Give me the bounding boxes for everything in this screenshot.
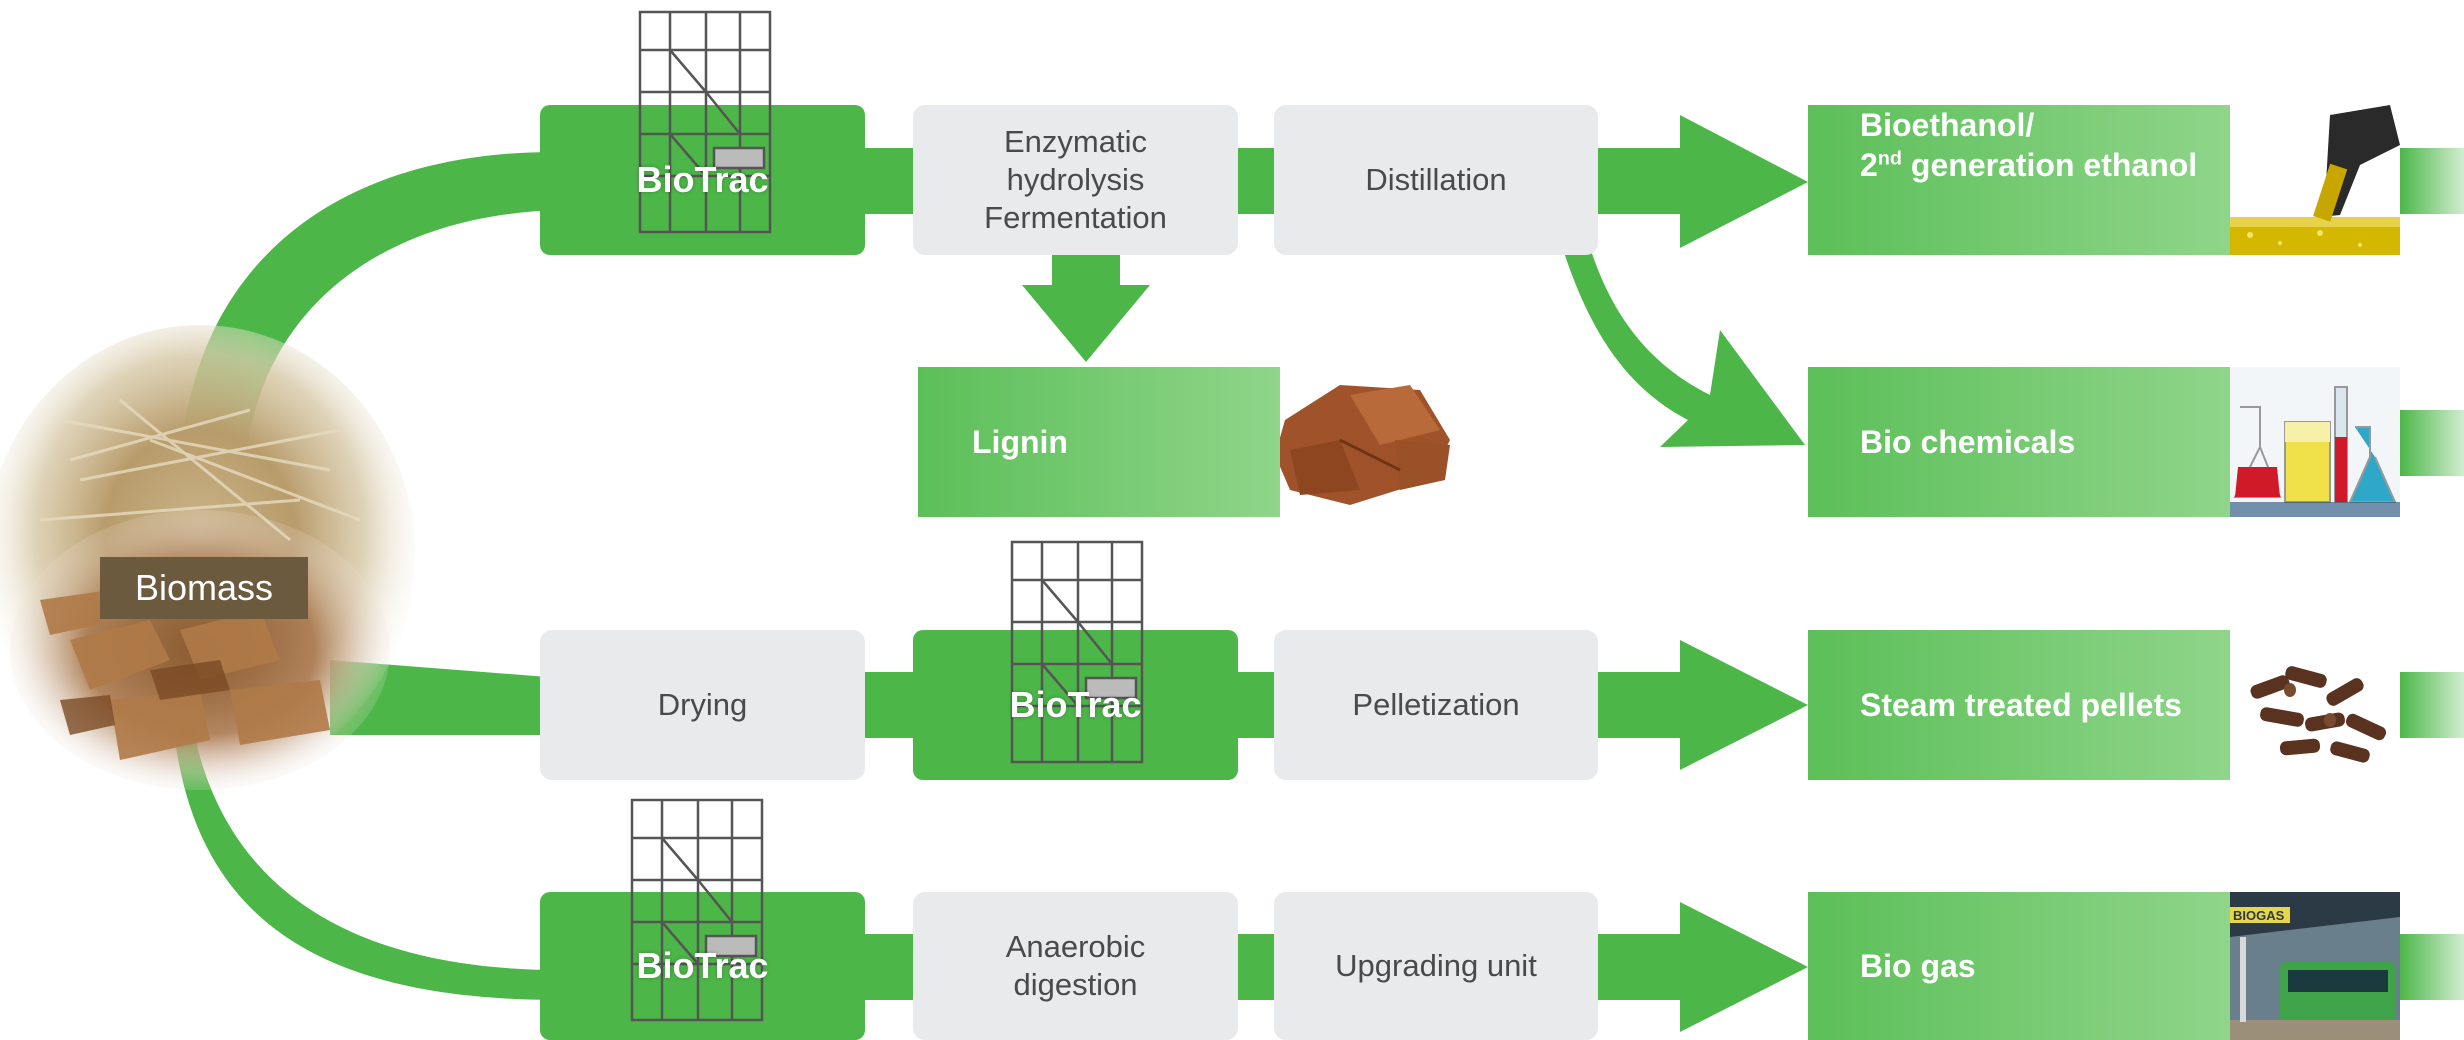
connector-r1-b xyxy=(1235,148,1275,214)
biochemicals-label: Bio chemicals xyxy=(1860,424,2076,460)
arrow-down-lignin xyxy=(1022,255,1150,362)
edge-stub-3 xyxy=(2400,672,2464,738)
biotrac-label-row4: BioTrac xyxy=(636,945,769,986)
process-pelletization: Pelletization xyxy=(1274,630,1598,780)
process-distillation: Distillation xyxy=(1274,105,1598,255)
biotrac-label-row1: BioTrac xyxy=(636,159,769,200)
lignin-image xyxy=(1275,385,1450,505)
bioethanol-sup: nd xyxy=(1877,147,1903,170)
biomass-label-text: Biomass xyxy=(134,567,274,608)
arrow-r3 xyxy=(1595,640,1808,770)
process-enzymatic-hydrolysis: Enzymatic hydrolysis Fermentation xyxy=(913,105,1238,255)
arrow-r4 xyxy=(1595,902,1808,1032)
process-drying: Drying xyxy=(540,630,865,780)
biotrac-label-row3: BioTrac xyxy=(1009,684,1142,725)
biotrac-box-row3: BioTrac xyxy=(913,630,1238,780)
pelletization-label: Pelletization xyxy=(1352,687,1520,722)
edge-stub-1 xyxy=(2400,148,2464,214)
lab-flasks-image xyxy=(2230,367,2400,517)
product-bioethanol: Bioethanol/ 2nd generation ethanol xyxy=(1808,105,2230,255)
process-anaerobic-digestion: Anaerobic digestion xyxy=(913,892,1238,1040)
arrow-curve-biochem xyxy=(1560,210,1805,447)
product-biogas: Bio gas xyxy=(1808,892,2230,1040)
byproduct-lignin: Lignin xyxy=(918,367,1280,517)
edge-stub-2 xyxy=(2400,410,2464,476)
edge-stub-4 xyxy=(2400,934,2464,1000)
arrow-r1 xyxy=(1595,115,1808,248)
bioethanol-num: 2 xyxy=(1860,147,1878,183)
lignin-label: Lignin xyxy=(972,424,1068,460)
enzymatic-line-1: Enzymatic xyxy=(1004,124,1147,159)
biomass-label: Biomass xyxy=(100,557,308,619)
biotrac-box-row1: BioTrac xyxy=(540,105,865,255)
bioethanol-line-2: 2nd generation ethanol xyxy=(1860,145,2197,185)
connector-r3-b xyxy=(1235,672,1275,738)
biogas-station-image: BIOGAS xyxy=(2230,892,2400,1040)
anaerobic-line-1: Anaerobic xyxy=(1005,929,1146,964)
biotrac-box-row4: BioTrac xyxy=(540,892,865,1040)
pellets-label: Steam treated pellets xyxy=(1860,687,2182,723)
anaerobic-line-2: digestion xyxy=(1013,967,1138,1002)
process-upgrading-unit: Upgrading unit xyxy=(1274,892,1598,1040)
bioethanol-line-1: Bioethanol/ xyxy=(1860,107,2035,143)
distillation-label: Distillation xyxy=(1365,162,1507,197)
biotrac-plant-icon-row4 xyxy=(630,798,764,1022)
drying-label: Drying xyxy=(657,687,748,722)
band-middle xyxy=(330,660,560,735)
bioethanol-rest: generation ethanol xyxy=(1902,147,2198,183)
biogas-sign-text: BIOGAS xyxy=(2233,908,2285,923)
pellets-image xyxy=(2230,630,2400,780)
curve-band-bottom xyxy=(175,710,560,1000)
fuel-nozzle-image xyxy=(2230,105,2400,255)
enzymatic-line-3: Fermentation xyxy=(984,200,1167,235)
enzymatic-line-2: hydrolysis xyxy=(1006,162,1145,197)
connector-r1-a xyxy=(860,148,915,214)
upgrading-label: Upgrading unit xyxy=(1335,948,1537,983)
biotrac-plant-icon-row1 xyxy=(638,10,772,234)
product-steam-pellets: Steam treated pellets xyxy=(1808,630,2230,780)
biotrac-plant-icon-row3 xyxy=(1010,540,1144,764)
connector-r3-a xyxy=(860,672,915,738)
product-biochemicals: Bio chemicals xyxy=(1808,367,2230,517)
connector-r4-a xyxy=(860,934,915,1000)
connector-r4-b xyxy=(1235,934,1275,1000)
biogas-label: Bio gas xyxy=(1860,948,1976,984)
